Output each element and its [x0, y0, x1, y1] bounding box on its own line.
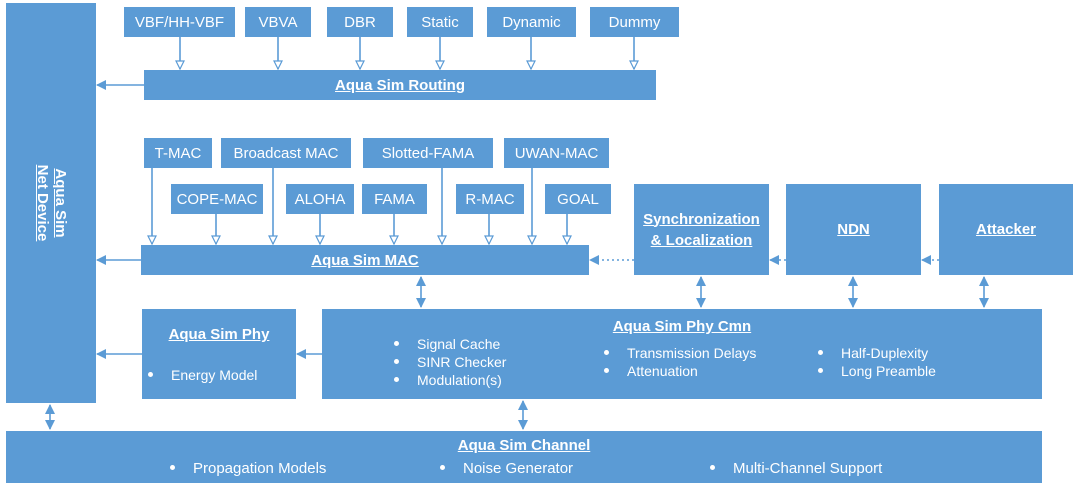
routing-protocol-dbr: DBR	[327, 7, 393, 37]
mac-protocol-rmac: R-MAC	[456, 184, 524, 214]
mac-protocol-uwan: UWAN-MAC	[504, 138, 609, 168]
sync-line1: Synchronization	[643, 210, 760, 228]
routing-protocol-dummy: Dummy	[590, 7, 679, 37]
ndn-title: NDN	[837, 221, 870, 238]
phy-cmn-item: Half-Duplexity	[818, 345, 928, 361]
net-device-line1: Aqua Sim	[52, 168, 69, 238]
phy-title: Aqua Sim Phy	[168, 326, 270, 343]
routing-title: Aqua Sim Routing	[335, 76, 465, 94]
routing-protocol-dynamic: Dynamic	[487, 7, 576, 37]
channel-title: Aqua Sim Channel	[457, 437, 591, 454]
sync-localization-box: Synchronization & Localization	[634, 184, 769, 275]
ndn-box: NDN	[786, 184, 921, 275]
phy-cmn-item: Modulation(s)	[394, 372, 502, 388]
mac-protocol-goal: GOAL	[545, 184, 611, 214]
phy-item: Energy Model	[148, 367, 257, 383]
channel-box: Aqua Sim Channel Propagation Models Nois…	[6, 431, 1042, 483]
routing-protocol-vbf: VBF/HH-VBF	[124, 7, 235, 37]
mac-title: Aqua Sim MAC	[311, 251, 419, 269]
channel-item: Multi-Channel Support	[710, 460, 882, 477]
mac-protocol-broadcast: Broadcast MAC	[221, 138, 351, 168]
phy-box: Aqua Sim Phy Energy Model	[142, 309, 296, 399]
phy-cmn-item: Attenuation	[604, 363, 698, 379]
mac-protocol-slotted-fama: Slotted-FAMA	[363, 138, 493, 168]
mac-protocol-aloha: ALOHA	[286, 184, 354, 214]
phy-cmn-box: Aqua Sim Phy Cmn Signal Cache SINR Check…	[322, 309, 1042, 399]
routing-protocol-vbva: VBVA	[245, 7, 311, 37]
phy-cmn-item: SINR Checker	[394, 354, 506, 370]
phy-cmn-item: Signal Cache	[394, 336, 500, 352]
mac-protocol-cope: COPE-MAC	[171, 184, 263, 214]
phy-cmn-item: Transmission Delays	[604, 345, 756, 361]
channel-item: Noise Generator	[440, 460, 573, 477]
sync-line2: & Localization	[650, 231, 753, 249]
net-device-box: Aqua Sim Net Device	[6, 3, 96, 403]
mac-box: Aqua Sim MAC	[141, 245, 589, 275]
phy-cmn-title: Aqua Sim Phy Cmn	[612, 318, 752, 335]
net-device-line2: Net Device	[34, 164, 51, 242]
attacker-title: Attacker	[975, 221, 1037, 238]
attacker-box: Attacker	[939, 184, 1073, 275]
channel-item: Propagation Models	[170, 460, 326, 477]
phy-item-energy-model: Energy Model	[171, 367, 258, 383]
mac-protocol-tmac: T-MAC	[144, 138, 212, 168]
routing-protocol-static: Static	[407, 7, 473, 37]
net-device-label: Aqua Sim Net Device	[33, 165, 69, 242]
phy-cmn-item: Long Preamble	[818, 363, 936, 379]
mac-protocol-fama: FAMA	[362, 184, 427, 214]
routing-box: Aqua Sim Routing	[144, 70, 656, 100]
